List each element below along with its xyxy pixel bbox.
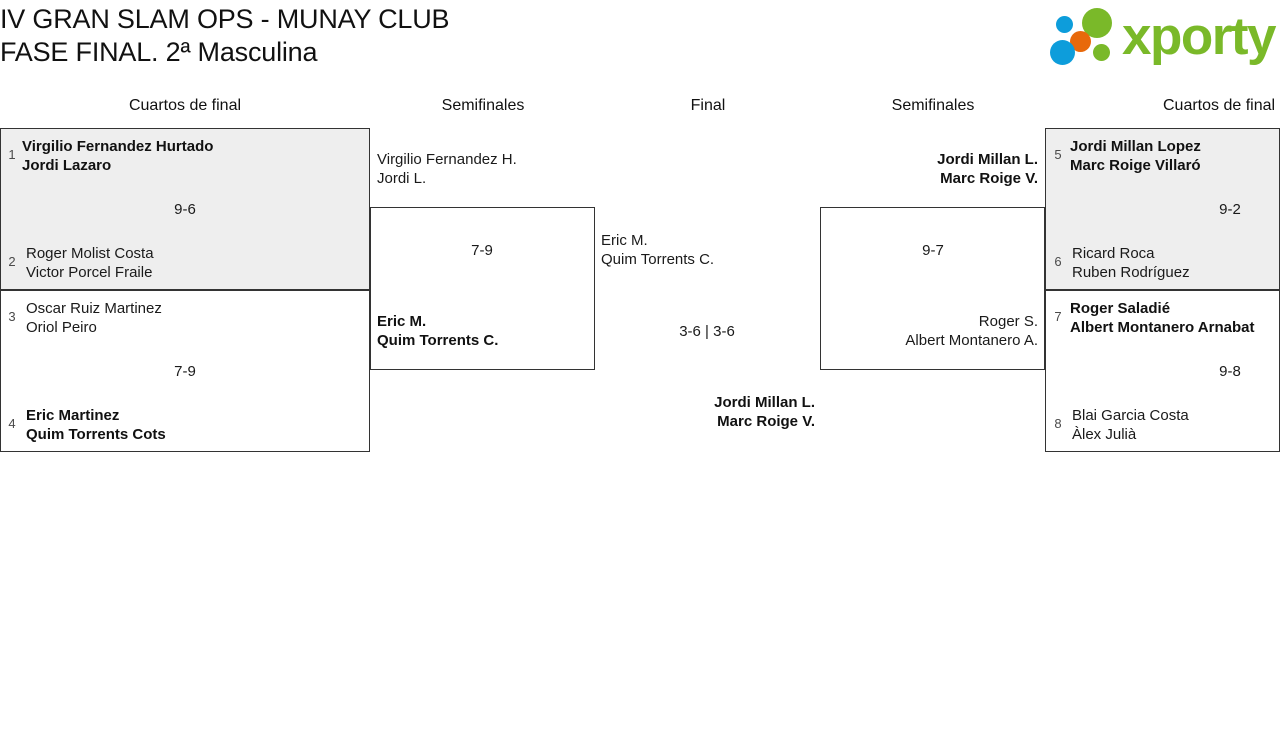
- tournament-phase: FASE FINAL. 2ª Masculina: [0, 37, 318, 67]
- logo-dot-green-small: [1093, 44, 1110, 61]
- column-header-right-quarters: Cuartos de final: [1163, 97, 1276, 114]
- score-left-qf-2: 7-9: [174, 363, 196, 380]
- seed-number-6: 6: [1054, 254, 1062, 269]
- team-left-qf-2-top-player1: Oscar Ruiz Martinez: [26, 300, 162, 317]
- seed-number-4: 4: [8, 416, 16, 431]
- team-right-qf-2-bottom-player2: Àlex Julià: [1072, 426, 1137, 443]
- seed-number-7: 7: [1054, 309, 1062, 324]
- team-left-sf-bottom-player2: Quim Torrents C.: [377, 332, 499, 349]
- match-box-right-qf-2[interactable]: [1045, 290, 1280, 452]
- team-left-qf-1-bottom-player1: Roger Molist Costa: [26, 245, 154, 262]
- team-right-qf-1-top-player1: Jordi Millan Lopez: [1070, 138, 1201, 155]
- column-header-final: Final: [690, 97, 726, 114]
- team-left-sf-bottom-player1: Eric M.: [377, 313, 427, 330]
- logo-dot-blue-large: [1050, 40, 1075, 65]
- match-box-right-qf-1[interactable]: [1045, 128, 1280, 290]
- score-final: 3-6 | 3-6: [679, 323, 735, 340]
- match-box-left-qf-1[interactable]: [0, 128, 370, 290]
- team-right-qf-1-bottom-player1: Ricard Roca: [1072, 245, 1155, 262]
- team-right-sf-bottom-player2: Albert Montanero A.: [905, 332, 1038, 349]
- score-right-qf-1: 9-2: [1219, 201, 1241, 218]
- team-left-qf-2-top-player2: Oriol Peiro: [26, 319, 97, 336]
- team-final-top-player1: Eric M.: [601, 232, 648, 249]
- score-left-qf-1: 9-6: [174, 201, 196, 218]
- seed-number-2: 2: [8, 254, 16, 269]
- team-right-qf-1-top-player2: Marc Roige Villaró: [1070, 157, 1201, 174]
- team-right-qf-1-bottom-player2: Ruben Rodríguez: [1072, 264, 1190, 281]
- tournament-name: IV GRAN SLAM OPS - MUNAY CLUB: [0, 4, 450, 34]
- team-left-qf-1-bottom-player2: Victor Porcel Fraile: [26, 264, 153, 281]
- team-final-bottom-player1: Jordi Millan L.: [714, 394, 815, 411]
- team-right-sf-bottom-player1: Roger S.: [978, 313, 1038, 330]
- match-box-left-semifinal[interactable]: [370, 207, 595, 370]
- team-left-qf-2-bottom-player2: Quim Torrents Cots: [26, 426, 166, 443]
- seed-number-5: 5: [1054, 147, 1062, 162]
- score-left-semifinal: 7-9: [471, 242, 493, 259]
- xporty-logo: xporty: [1050, 6, 1276, 68]
- seed-number-8: 8: [1054, 416, 1062, 431]
- match-box-right-semifinal[interactable]: [820, 207, 1045, 370]
- column-header-left-quarters: Cuartos de final: [128, 97, 242, 114]
- team-right-qf-2-top-player1: Roger Saladié: [1070, 300, 1171, 317]
- score-right-semifinal: 9-7: [922, 242, 944, 259]
- team-left-sf-top-player2: Jordi L.: [377, 170, 427, 187]
- team-right-qf-2-bottom-player1: Blai Garcia Costa: [1072, 407, 1189, 424]
- logo-dots-group: [1050, 6, 1122, 68]
- page-title: IV GRAN SLAM OPS - MUNAY CLUB FASE FINAL…: [0, 0, 760, 69]
- column-header-left-semis: Semifinales: [441, 97, 525, 114]
- score-right-qf-2: 9-8: [1219, 363, 1241, 380]
- team-left-sf-top-player1: Virgilio Fernandez H.: [377, 151, 517, 168]
- match-box-left-qf-2[interactable]: [0, 290, 370, 452]
- seed-number-3: 3: [8, 309, 16, 324]
- logo-dot-orange: [1070, 31, 1091, 52]
- logo-wordmark: xporty: [1122, 7, 1276, 66]
- team-final-bottom-player2: Marc Roige V.: [717, 413, 815, 430]
- seed-number-1: 1: [8, 147, 16, 162]
- team-left-qf-1-top-player1: Virgilio Fernandez Hurtado: [22, 138, 214, 155]
- logo-dot-blue-small: [1056, 16, 1073, 33]
- column-header-right-semis: Semifinales: [891, 97, 975, 114]
- team-right-qf-2-top-player2: Albert Montanero Arnabat: [1070, 319, 1255, 336]
- team-right-sf-top-player1: Jordi Millan L.: [937, 151, 1038, 168]
- team-left-qf-2-bottom-player1: Eric Martinez: [26, 407, 120, 424]
- team-left-qf-1-top-player2: Jordi Lazaro: [22, 157, 112, 174]
- team-final-top-player2: Quim Torrents C.: [601, 251, 715, 268]
- team-right-sf-top-player2: Marc Roige V.: [940, 170, 1038, 187]
